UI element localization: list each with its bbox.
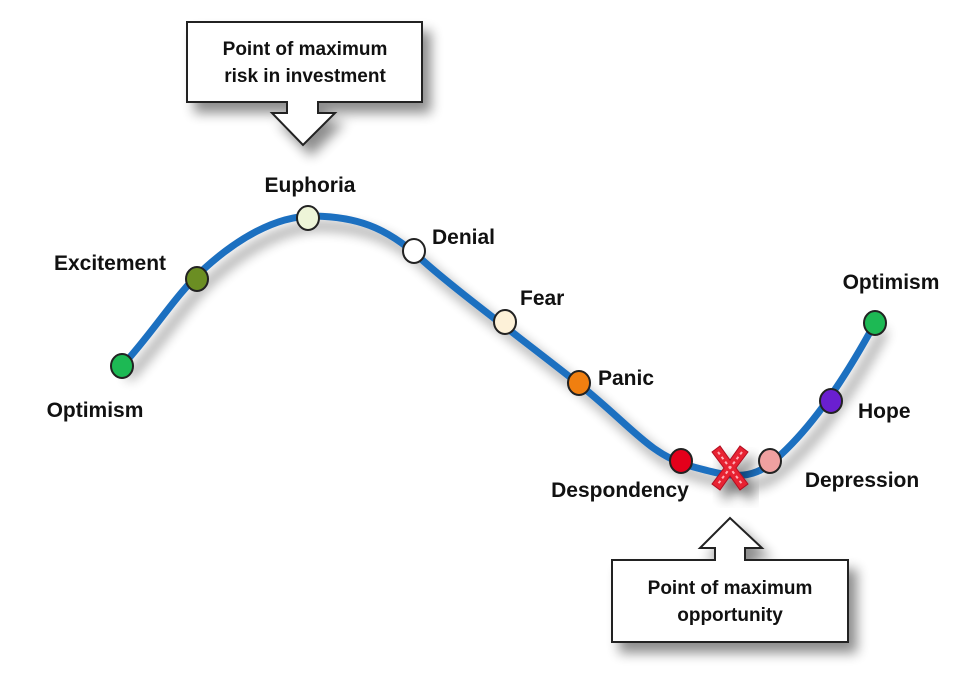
stage-dot-optimism (110, 353, 134, 379)
stage-label-optimism: Optimism (843, 271, 940, 294)
stage-dot-fear (493, 309, 517, 335)
stage-dot-despondency (669, 448, 693, 474)
stage-dot-depression (758, 448, 782, 474)
callout-max-opportunity (611, 516, 849, 643)
stage-label-euphoria: Euphoria (264, 174, 355, 197)
stage-label-excitement: Excitement (54, 252, 166, 275)
callout-max-opportunity-line1: Point of maximum (648, 578, 813, 599)
stage-dot-optimism (863, 310, 887, 336)
stage-label-optimism: Optimism (47, 399, 144, 422)
stage-label-fear: Fear (520, 287, 564, 310)
callout-max-opportunity-line2: opportunity (677, 605, 783, 626)
stage-label-depression: Depression (805, 469, 919, 492)
callout-max-risk-line2: risk in investment (224, 66, 386, 87)
stage-label-panic: Panic (598, 367, 654, 390)
red-x-icon (711, 445, 749, 491)
stage-dot-hope (819, 388, 843, 414)
callout-max-risk (186, 21, 423, 147)
stage-dot-panic (567, 370, 591, 396)
stage-label-despondency: Despondency (551, 479, 689, 502)
market-cycle-curve (118, 212, 879, 479)
callout-max-risk-line1: Point of maximum (223, 39, 388, 60)
stage-dot-excitement (185, 266, 209, 292)
stage-label-hope: Hope (858, 400, 911, 423)
stage-dot-euphoria (296, 205, 320, 231)
stage-label-denial: Denial (432, 226, 495, 249)
stage-dot-denial (402, 238, 426, 264)
